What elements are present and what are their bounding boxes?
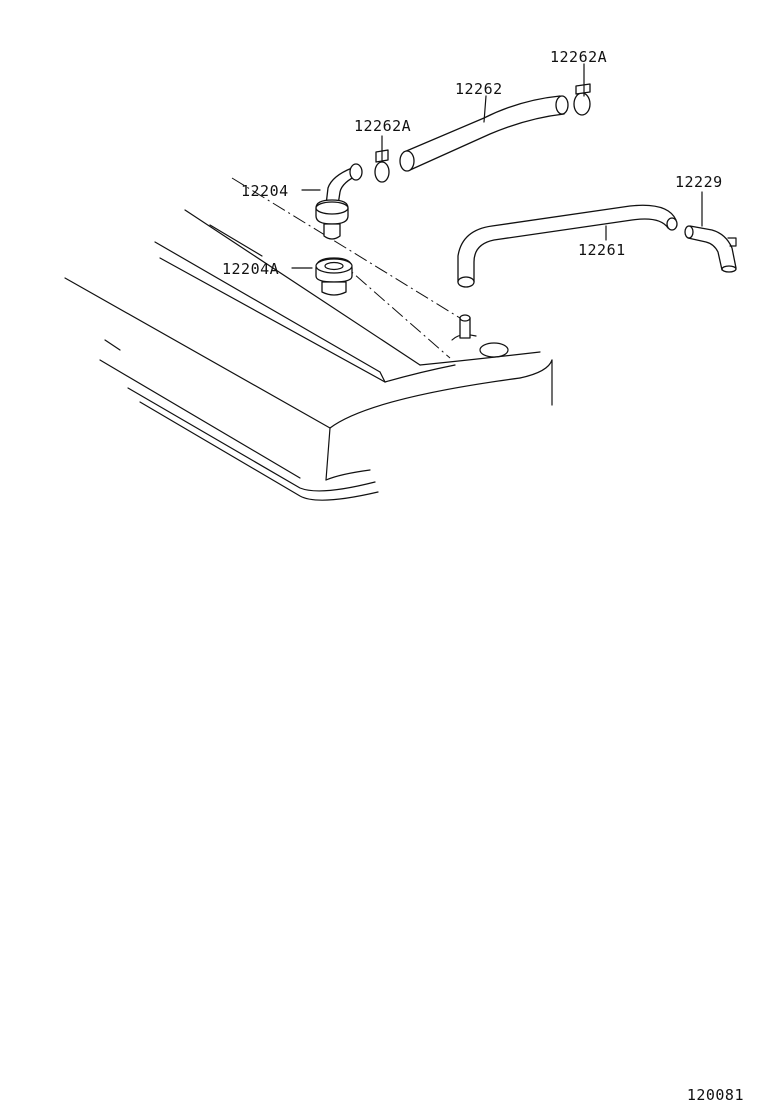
hose-12261	[457, 204, 678, 288]
hose-clamp-12262A-right	[573, 83, 591, 116]
pcv-valve-12204	[315, 163, 363, 240]
cylinder-head-cover	[64, 209, 553, 501]
callout-lines	[291, 63, 703, 269]
label-12261: 12261	[578, 241, 626, 259]
label-12262A-left: 12262A	[354, 117, 411, 135]
leader-lines	[231, 177, 461, 359]
grommet-12204A	[315, 257, 353, 296]
figure-number: 120081	[686, 1086, 744, 1104]
label-12204: 12204	[241, 182, 289, 200]
label-12262: 12262	[455, 80, 503, 98]
label-12204A: 12204A	[222, 260, 279, 278]
hose-12262	[399, 95, 569, 172]
label-12229: 12229	[675, 173, 723, 191]
label-12262A-top: 12262A	[550, 48, 607, 66]
hose-12229	[684, 225, 737, 273]
